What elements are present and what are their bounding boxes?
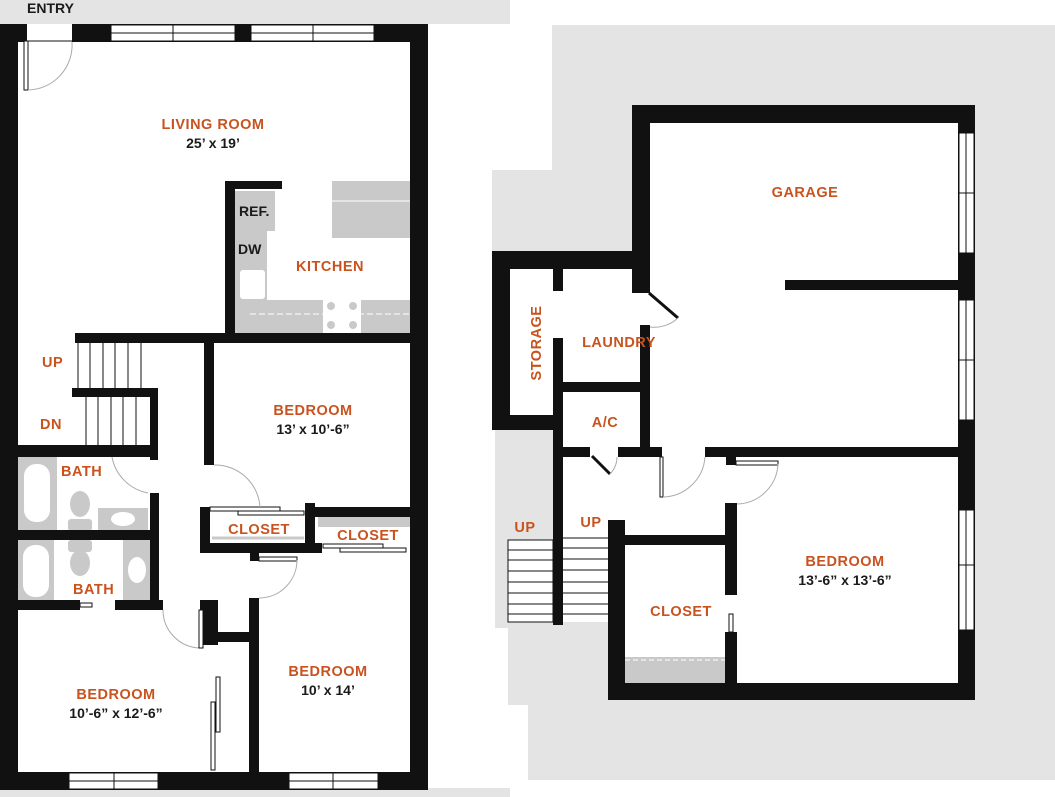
wall <box>75 333 410 343</box>
bedroom-label: BEDROOM <box>76 687 155 703</box>
wall <box>553 269 563 291</box>
wall <box>410 24 428 790</box>
closet-door[interactable] <box>237 510 305 516</box>
ac-label: A/C <box>592 415 619 431</box>
wall <box>608 683 975 700</box>
wall <box>150 493 159 610</box>
wall <box>18 530 150 540</box>
closet-door[interactable] <box>215 676 221 733</box>
bath-label: BATH <box>61 464 102 480</box>
dw-label: DW <box>238 241 262 257</box>
stairs <box>507 537 608 623</box>
sink <box>240 270 265 299</box>
storage-label: STORAGE <box>529 306 545 381</box>
entry-opening <box>27 24 72 42</box>
wall <box>492 251 650 269</box>
kitchen-label: KITCHEN <box>296 259 364 275</box>
living-room-label: LIVING ROOM <box>162 117 265 133</box>
ref-label: REF. <box>239 203 269 219</box>
wall <box>315 507 410 517</box>
closet-door[interactable] <box>209 506 281 512</box>
wall <box>563 382 645 392</box>
wall <box>563 447 590 457</box>
window <box>110 24 375 42</box>
garage-label: GARAGE <box>772 185 839 201</box>
wall <box>18 445 158 457</box>
bedroom-label: BEDROOM <box>288 664 367 680</box>
bath-label: BATH <box>73 582 114 598</box>
ac-door[interactable] <box>590 454 612 476</box>
closet-door[interactable] <box>322 543 384 549</box>
closet-door[interactable] <box>210 701 216 771</box>
kitchen-counter <box>235 300 410 334</box>
closet-shelf <box>625 657 725 683</box>
background-top <box>0 0 510 24</box>
bedroom-size: 13’-6” x 13’-6” <box>798 572 891 588</box>
entry-door[interactable] <box>23 40 29 91</box>
stairs <box>72 343 158 460</box>
wall <box>200 507 210 553</box>
wall <box>115 600 163 610</box>
window <box>68 772 379 790</box>
closet-door[interactable] <box>339 547 407 553</box>
first-floor-plan: REF. DW <box>0 0 428 790</box>
stairs-up-label: UP <box>580 515 601 531</box>
wall <box>608 520 625 700</box>
lower-level-plan: GARAGE STORAGE LAUNDRY A/C UP UP CLOSET … <box>492 105 975 700</box>
wall <box>492 251 510 430</box>
stairs-down-label: DN <box>40 417 62 433</box>
wall <box>218 632 250 642</box>
laundry-label: LAUNDRY <box>582 335 656 351</box>
wall <box>204 343 214 465</box>
wall <box>225 181 282 189</box>
wall <box>200 600 218 645</box>
toilet <box>70 491 90 517</box>
stairs-up-label: UP <box>514 520 535 536</box>
closet-label: CLOSET <box>228 522 290 538</box>
window <box>958 132 975 631</box>
wall <box>553 338 563 625</box>
closet-label: CLOSET <box>650 604 712 620</box>
kitchen-counter <box>332 181 410 238</box>
stairs-up-label: UP <box>42 355 63 371</box>
wall <box>632 105 975 123</box>
toilet <box>68 540 92 552</box>
bedroom-label: BEDROOM <box>273 403 352 419</box>
wall <box>705 447 975 457</box>
bedroom-size: 13’ x 10’-6” <box>276 421 349 437</box>
background-bottom <box>0 788 510 797</box>
garage-divider-wall <box>785 280 975 290</box>
bedroom-door[interactable] <box>735 460 779 466</box>
bedroom-size: 10’-6” x 12’-6” <box>69 705 162 721</box>
entry-label: ENTRY <box>27 0 75 16</box>
wall <box>625 535 725 545</box>
living-room-size: 25’ x 19’ <box>186 135 240 151</box>
wall <box>618 447 662 457</box>
bedroom-door[interactable] <box>258 556 298 562</box>
wall <box>725 503 737 595</box>
bedroom-label: BEDROOM <box>805 554 884 570</box>
wall <box>225 181 235 341</box>
wall <box>18 600 80 610</box>
wall <box>200 543 322 553</box>
refrigerator <box>235 191 275 231</box>
wall <box>492 415 562 430</box>
wall <box>632 105 650 293</box>
closet-label: CLOSET <box>337 528 399 544</box>
wall <box>249 598 259 772</box>
bedroom-size: 10’ x 14’ <box>301 682 355 698</box>
wall <box>305 503 315 553</box>
wall <box>0 24 18 790</box>
laundry-door[interactable] <box>648 291 679 320</box>
